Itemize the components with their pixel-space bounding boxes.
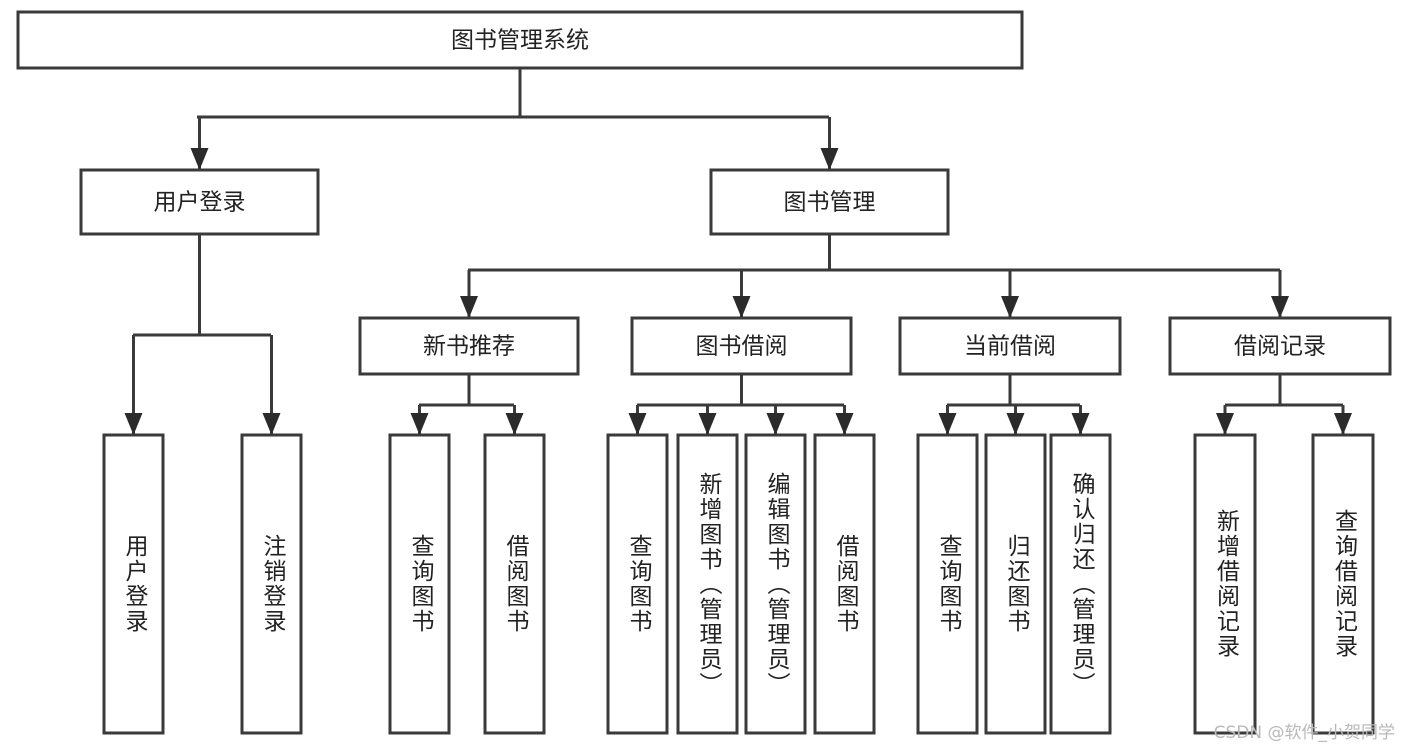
- node-leaf-borrow-book-2[interactable]: [813, 433, 876, 735]
- arrow-head-icon: [1006, 413, 1025, 435]
- arrow-head-icon: [732, 296, 751, 318]
- arrow-head-icon: [262, 413, 281, 435]
- node-box-root: [16, 10, 1024, 70]
- arrow-head-icon: [1216, 413, 1234, 435]
- node-label-user-login: 用户登录: [154, 190, 246, 216]
- node-box-leaf-query-book-2: [606, 433, 669, 735]
- node-box-leaf-return-book: [984, 433, 1047, 735]
- node-leaf-query-book-3[interactable]: [916, 433, 979, 735]
- node-leaf-query-borrow-record[interactable]: [1311, 433, 1375, 735]
- node-book-manage[interactable]: 图书管理: [709, 168, 950, 236]
- node-box-user-login: [79, 168, 320, 236]
- arrow-head-icon: [698, 413, 717, 435]
- node-box-leaf-add-borrow-record: [1193, 433, 1257, 735]
- node-leaf-return-book[interactable]: [984, 433, 1047, 735]
- watermark: CSDN @软件_小贺同学: [1213, 723, 1395, 743]
- node-box-book-borrow: [630, 316, 853, 376]
- node-box-book-manage: [709, 168, 950, 236]
- node-label-borrow-record: 借阅记录: [1234, 334, 1326, 360]
- node-leaf-borrow-book-1[interactable]: [483, 433, 546, 735]
- arrow-head-icon: [766, 413, 785, 435]
- arrow-head-icon: [190, 148, 209, 170]
- node-box-leaf-add-book-admin: [676, 433, 739, 735]
- node-label-new-book-recommend: 新书推荐: [423, 334, 515, 360]
- arrow-head-icon: [938, 413, 957, 435]
- arrow-head-icon: [1334, 413, 1352, 435]
- edges-layer: [124, 68, 1352, 435]
- node-leaf-confirm-return-admin[interactable]: [1049, 433, 1112, 735]
- node-box-leaf-query-borrow-record: [1311, 433, 1375, 735]
- node-label-current-borrow: 当前借阅: [964, 334, 1056, 360]
- node-user-login[interactable]: 用户登录: [79, 168, 320, 236]
- node-label-root: 图书管理系统: [451, 28, 589, 54]
- node-leaf-edit-book-admin[interactable]: [744, 433, 807, 735]
- arrow-head-icon: [1001, 296, 1019, 318]
- node-current-borrow[interactable]: 当前借阅: [898, 316, 1122, 376]
- arrow-head-icon: [820, 148, 839, 170]
- node-box-borrow-record: [1168, 316, 1392, 376]
- arrow-head-icon: [1271, 296, 1289, 318]
- arrow-head-icon: [505, 413, 524, 435]
- node-box-leaf-borrow-book-1: [483, 433, 546, 735]
- node-leaf-add-book-admin[interactable]: [676, 433, 739, 735]
- node-box-leaf-borrow-book-2: [813, 433, 876, 735]
- node-box-leaf-confirm-return-admin: [1049, 433, 1112, 735]
- node-root[interactable]: 图书管理系统: [16, 10, 1024, 70]
- node-new-book-recommend[interactable]: 新书推荐: [358, 316, 580, 376]
- node-box-leaf-edit-book-admin: [744, 433, 807, 735]
- node-leaf-query-book-1[interactable]: [388, 433, 451, 735]
- node-label-book-manage: 图书管理: [784, 190, 876, 216]
- node-leaf-user-login[interactable]: [102, 433, 165, 735]
- node-leaf-logout-login[interactable]: [240, 433, 303, 735]
- node-borrow-record[interactable]: 借阅记录: [1168, 316, 1392, 376]
- arrow-head-icon: [835, 413, 854, 435]
- node-leaf-add-borrow-record[interactable]: [1193, 433, 1257, 735]
- node-box-leaf-logout-login: [240, 433, 303, 735]
- arrow-head-icon: [1071, 413, 1090, 435]
- node-leaf-query-book-2[interactable]: [606, 433, 669, 735]
- node-label-book-borrow: 图书借阅: [696, 334, 788, 360]
- node-box-leaf-user-login: [102, 433, 165, 735]
- arrow-head-icon: [628, 413, 647, 435]
- arrow-head-icon: [124, 413, 143, 435]
- node-book-borrow[interactable]: 图书借阅: [630, 316, 853, 376]
- arrow-head-icon: [460, 296, 478, 318]
- node-box-leaf-query-book-1: [388, 433, 451, 735]
- node-box-leaf-query-book-3: [916, 433, 979, 735]
- node-box-new-book-recommend: [358, 316, 580, 376]
- arrow-head-icon: [410, 413, 429, 435]
- node-box-current-borrow: [898, 316, 1122, 376]
